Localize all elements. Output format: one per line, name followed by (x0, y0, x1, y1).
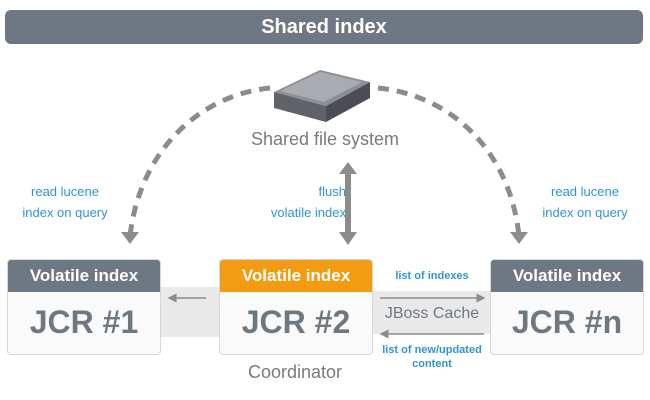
right-read-line-2: index on query (542, 205, 628, 220)
jcr-node-1: Volatile index JCR #1 (7, 259, 161, 355)
right-read-arrow (377, 85, 522, 237)
flush-line-2: volatile index (270, 205, 346, 220)
shared-file-system-text: Shared file system (250, 129, 400, 149)
volatile-index-header: Volatile index (491, 260, 643, 292)
flush-annotation: flush volatile index (236, 181, 346, 223)
list-of-indexes-text: list of indexes (395, 270, 469, 282)
node-name: JCR #2 (241, 304, 351, 340)
jboss-cache-label: JBoss Cache (373, 305, 491, 323)
updated-content-note: list of new/updated content (368, 343, 496, 371)
coordinator-label: Coordinator (219, 362, 371, 383)
left-read-annotation: read lucene index on query (10, 181, 120, 223)
right-read-line-1: read lucene (551, 184, 619, 199)
updated-content-line-1: list of new/updated (382, 344, 482, 356)
list-of-indexes-note: list of indexes (373, 270, 491, 282)
shared-index-banner: Shared index (5, 10, 643, 44)
coordinator-text: Coordinator (247, 362, 343, 382)
shared-file-system-label: Shared file system (210, 129, 440, 150)
node-name: JCR #n (511, 304, 623, 340)
left-read-line-1: read lucene (31, 184, 99, 199)
left-read-line-2: index on query (22, 205, 108, 220)
left-read-arrow (127, 85, 271, 237)
left-arrowhead (121, 232, 139, 244)
node-name: JCR #1 (29, 304, 139, 340)
connector-band-left (161, 287, 219, 337)
right-read-annotation: read lucene index on query (530, 181, 640, 223)
jboss-cache-text: JBoss Cache (384, 305, 480, 322)
right-arrowhead (510, 232, 528, 244)
flush-line-1: flush (318, 184, 346, 199)
hard-disk-icon (274, 70, 370, 122)
jcr-node-n: Volatile index JCR #n (490, 259, 644, 355)
flush-double-arrow (339, 162, 357, 245)
updated-content-line-2: content (412, 358, 452, 370)
volatile-index-header: Volatile index (8, 260, 160, 292)
banner-title: Shared index (261, 16, 387, 38)
volatile-index-header-coordinator: Volatile index (220, 260, 372, 292)
jcr-node-2: Volatile index JCR #2 (219, 259, 373, 355)
